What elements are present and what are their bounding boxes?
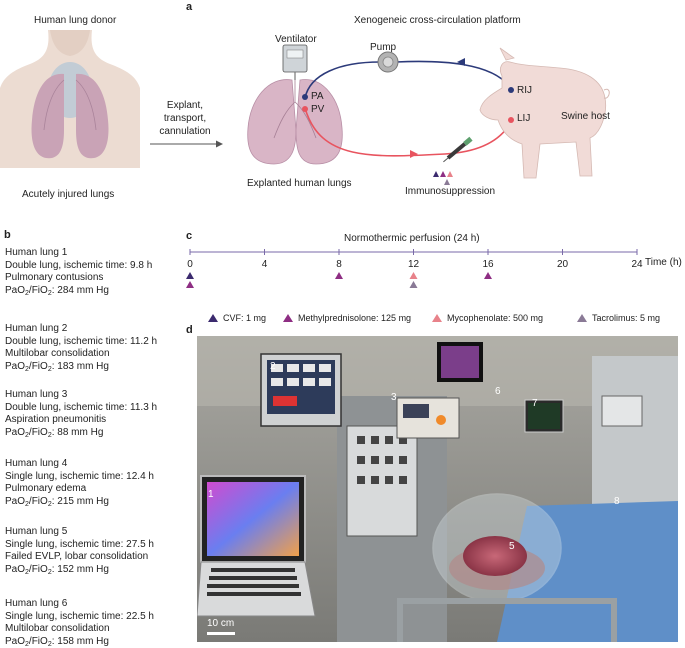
lung-ischemic: Single lung, ischemic time: 22.5 h — [5, 611, 154, 624]
timeline-tick-label: 8 — [336, 259, 342, 270]
lij-label: LIJ — [517, 113, 530, 125]
dose-marker — [410, 281, 418, 288]
legend-label-cvf: CVF: 1 mg — [223, 312, 266, 324]
lung-name: Human lung 6 — [5, 598, 154, 611]
donor-caption: Acutely injured lungs — [22, 189, 114, 201]
rij-dot — [507, 86, 515, 94]
dose-marker — [335, 272, 343, 279]
lung-ischemic: Single lung, ischemic time: 27.5 h — [5, 539, 154, 552]
timeline-tick-label: 4 — [262, 259, 268, 270]
timeline-tick-label: 16 — [482, 259, 494, 270]
explant-label-line2: transport, — [157, 113, 213, 125]
explant-arrow — [148, 139, 224, 149]
legend-swatch-methylprednisolone — [283, 313, 293, 323]
platform-illustration — [240, 40, 610, 200]
perfusion-timeline: 0 4 8 12 16 20 24 — [180, 244, 685, 290]
legend-swatch-mycophenolate — [432, 313, 442, 323]
lung-ratio: PaO2/FiO2: 183 mm Hg — [5, 361, 157, 374]
panel-d-letter: d — [186, 324, 193, 336]
lung-ischemic: Double lung, ischemic time: 11.3 h — [5, 402, 157, 415]
lung-diagnosis: Pulmonary edema — [5, 483, 154, 496]
photo-tag-2: 2 — [270, 361, 276, 372]
timeline-legend: CVF: 1 mg Methylprednisolone: 125 mg Myc… — [208, 312, 678, 326]
lung-diagnosis: Multilobar consolidation — [5, 348, 157, 361]
immunosuppression-label: Immunosuppression — [405, 186, 495, 198]
rij-label: RIJ — [517, 85, 532, 97]
legend-label-tacrolimus: Tacrolimus: 5 mg — [592, 312, 660, 324]
lung-ratio: PaO2/FiO2: 158 mm Hg — [5, 636, 154, 648]
lung-ratio: PaO2/FiO2: 284 mm Hg — [5, 285, 152, 298]
explanted-caption: Explanted human lungs — [247, 178, 352, 190]
experimental-setup-photo: 1 2 3 5 6 7 8 10 cm — [197, 336, 678, 642]
lung-diagnosis: Aspiration pneumonitis — [5, 414, 157, 427]
timeline-tick-label: 20 — [557, 259, 569, 270]
timeline-tick-label: 24 — [631, 259, 643, 270]
lung-name: Human lung 4 — [5, 458, 154, 471]
photo-tag-3: 3 — [391, 392, 397, 403]
photo-tag-5: 5 — [509, 541, 515, 552]
photo-tag-8: 8 — [614, 496, 620, 507]
timeline-tick-label: 12 — [408, 259, 420, 270]
time-axis-label: Time (h) — [645, 257, 682, 269]
explant-label-line1: Explant, — [160, 100, 210, 112]
panel-c-letter: c — [186, 230, 192, 242]
setup-photo-illustration — [197, 336, 678, 642]
pa-label: PA — [311, 91, 324, 103]
dose-marker — [186, 281, 194, 288]
dose-marker — [410, 272, 418, 279]
lung-name: Human lung 5 — [5, 526, 154, 539]
lung-entry-5: Human lung 5 Single lung, ischemic time:… — [5, 526, 154, 576]
donor-torso-illustration — [0, 30, 140, 168]
lung-diagnosis: Multilobar consolidation — [5, 623, 154, 636]
lung-entry-4: Human lung 4 Single lung, ischemic time:… — [5, 458, 154, 508]
lung-diagnosis: Pulmonary contusions — [5, 272, 152, 285]
lung-diagnosis: Failed EVLP, lobar consolidation — [5, 551, 154, 564]
lung-ratio: PaO2/FiO2: 88 mm Hg — [5, 427, 157, 440]
dose-marker — [186, 272, 194, 279]
lij-dot — [507, 116, 515, 124]
pv-dot — [301, 105, 309, 113]
swine-host-label: Swine host — [561, 111, 610, 123]
lung-ischemic: Double lung, ischemic time: 9.8 h — [5, 260, 152, 273]
photo-tag-6: 6 — [495, 386, 501, 397]
scale-bar-label: 10 cm — [207, 618, 234, 629]
lung-entry-6: Human lung 6 Single lung, ischemic time:… — [5, 598, 154, 648]
pa-dot — [301, 93, 309, 101]
legend-label-mycophenolate: Mycophenolate: 500 mg — [447, 312, 543, 324]
donor-title: Human lung donor — [34, 15, 116, 27]
panel-b-letter: b — [4, 229, 11, 241]
lung-name: Human lung 2 — [5, 323, 157, 336]
legend-label-methylprednisolone: Methylprednisolone: 125 mg — [298, 312, 411, 324]
photo-tag-7: 7 — [532, 398, 538, 409]
lung-ratio: PaO2/FiO2: 152 mm Hg — [5, 564, 154, 577]
lung-ischemic: Single lung, ischemic time: 12.4 h — [5, 471, 154, 484]
lung-name: Human lung 1 — [5, 247, 152, 260]
legend-swatch-tacrolimus — [577, 313, 587, 323]
panel-a-letter: a — [186, 1, 192, 13]
dose-marker — [484, 272, 492, 279]
timeline-tick-label: 0 — [187, 259, 193, 270]
lung-ratio: PaO2/FiO2: 215 mm Hg — [5, 496, 154, 509]
pv-label: PV — [311, 104, 324, 116]
lung-entry-1: Human lung 1 Double lung, ischemic time:… — [5, 247, 152, 297]
lung-name: Human lung 3 — [5, 389, 157, 402]
legend-swatch-cvf — [208, 313, 218, 323]
lung-entry-3: Human lung 3 Double lung, ischemic time:… — [5, 389, 157, 439]
explant-label-line3: cannulation — [155, 126, 215, 138]
photo-tag-1: 1 — [208, 489, 214, 500]
platform-title: Xenogeneic cross-circulation platform — [354, 15, 521, 27]
lung-entry-2: Human lung 2 Double lung, ischemic time:… — [5, 323, 157, 373]
lung-ischemic: Double lung, ischemic time: 11.2 h — [5, 336, 157, 349]
immunosuppression-triangles — [431, 167, 465, 187]
